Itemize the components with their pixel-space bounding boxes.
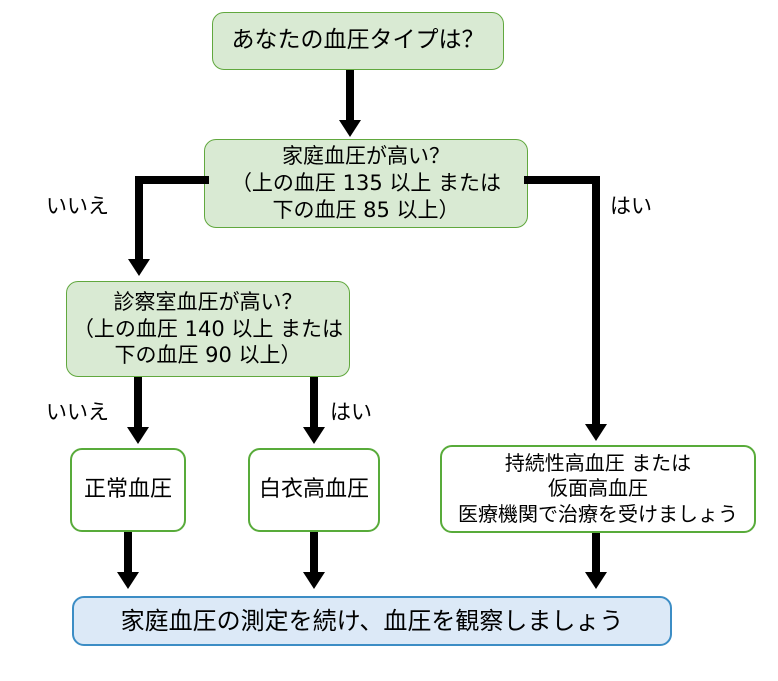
- connector-hypertension-to-followup-shaft: [592, 533, 600, 574]
- node-result-white-coat-line-1: 白衣高血圧: [258, 476, 369, 502]
- connector-office-yes-arrowhead: [303, 427, 325, 444]
- node-start-line-1: あなたの血圧タイプは？: [231, 27, 485, 54]
- node-result-hypertension-line-1: 持続性高血圧 または: [504, 450, 692, 475]
- connector-whitecoat-to-followup-arrowhead: [303, 572, 325, 589]
- node-home-bp-line-2: （上の血圧 135 以上 または: [230, 171, 502, 196]
- node-result-hypertension: 持続性高血圧 または 仮面高血圧 医療機関で治療を受けましょう: [440, 445, 756, 533]
- node-result-hypertension-line-3: 医療機関で治療を受けましょう: [458, 501, 738, 526]
- edge-label-office-yes: はい: [330, 400, 372, 424]
- connector-normal-to-followup-arrowhead: [117, 572, 139, 589]
- node-result-white-coat: 白衣高血圧: [248, 448, 380, 532]
- node-office-bp-question: 診察室血圧が高い？ （上の血圧 140 以上 または 下の血圧 90 以上）: [66, 281, 350, 377]
- edge-label-home-yes: はい: [610, 194, 652, 218]
- connector-home-no-horizontal: [135, 176, 209, 184]
- edge-label-office-no: いいえ: [46, 400, 109, 424]
- node-office-bp-line-2: （上の血圧 140 以上 または: [72, 316, 344, 341]
- connector-hypertension-to-followup-arrowhead: [585, 572, 607, 589]
- node-home-bp-line-1: 家庭血圧が高い？: [282, 144, 450, 169]
- connector-home-yes-horizontal: [524, 176, 600, 184]
- node-follow-up-message: 家庭血圧の測定を続け、血圧を観察しましょう: [72, 596, 672, 646]
- connector-home-yes-vertical: [592, 176, 600, 426]
- connector-office-no-shaft: [134, 377, 142, 429]
- node-follow-up-message-line-1: 家庭血圧の測定を続け、血圧を観察しましょう: [120, 606, 624, 635]
- connector-home-no-vertical: [135, 176, 143, 262]
- connector-start-to-home-arrowhead: [339, 120, 361, 137]
- node-home-bp-line-3: 下の血圧 85 以上）: [272, 197, 460, 222]
- node-result-normal-bp: 正常血圧: [70, 448, 186, 532]
- connector-home-no-arrowhead: [128, 259, 150, 276]
- connector-home-yes-arrowhead: [585, 424, 607, 441]
- connector-office-yes-shaft: [310, 377, 318, 429]
- node-office-bp-line-1: 診察室血圧が高い？: [113, 289, 303, 314]
- connector-office-no-arrowhead: [127, 427, 149, 444]
- node-start-question: あなたの血圧タイプは？: [212, 12, 504, 70]
- node-office-bp-line-3: 下の血圧 90 以上）: [114, 343, 302, 368]
- connector-start-to-home-shaft: [346, 70, 354, 122]
- connector-normal-to-followup-shaft: [124, 532, 132, 574]
- node-home-bp-question: 家庭血圧が高い？ （上の血圧 135 以上 または 下の血圧 85 以上）: [204, 139, 528, 228]
- node-result-hypertension-line-2: 仮面高血圧: [548, 476, 648, 501]
- connector-whitecoat-to-followup-shaft: [310, 532, 318, 574]
- edge-label-home-no: いいえ: [46, 194, 109, 218]
- node-result-normal-bp-line-1: 正常血圧: [83, 476, 172, 502]
